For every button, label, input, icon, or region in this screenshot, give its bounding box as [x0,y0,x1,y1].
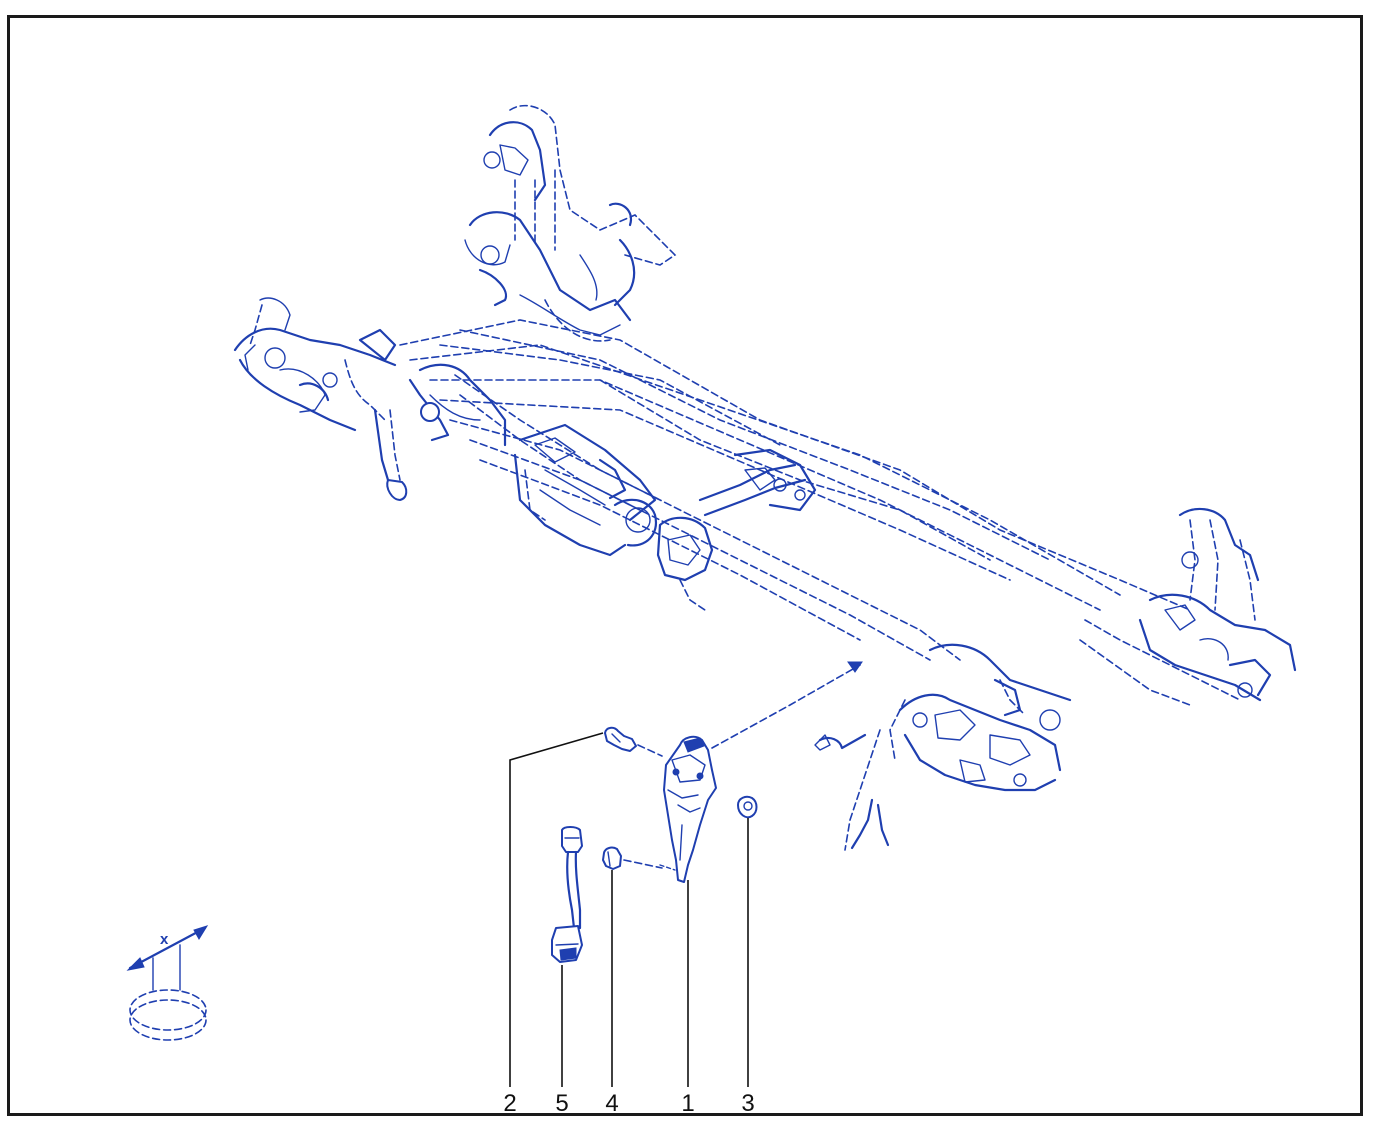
callout-1: 1 [681,1090,694,1117]
leader-line-2 [509,732,604,1087]
part-2-bolt [604,726,663,757]
callout-4: 4 [605,1090,618,1117]
callout-labels: 2 5 4 1 3 [503,1090,754,1117]
callout-5: 5 [555,1090,568,1117]
steering-rack [408,363,817,611]
locator-arrowhead [847,661,863,673]
right-lower-module [814,643,1072,851]
subframe-assembly [233,104,1297,851]
right-side-member [1079,507,1297,706]
install-locator-line [711,664,861,749]
diagram-frame [7,15,1363,1116]
callout-2: 2 [503,1090,516,1117]
callout-leaders [509,732,749,1087]
callout-3: 3 [741,1090,754,1117]
part-3-nut [737,795,758,819]
coordinate-axis-marker: x [126,925,209,1041]
part-4-clip [602,846,663,870]
part-1-sensor-bracket [659,735,717,883]
rear-left-mount-tower [464,104,677,342]
subframe-cross-members [399,319,1191,661]
left-side-member [233,297,408,501]
axis-marker-label: x [160,931,169,948]
part-5-link-rod [551,826,583,963]
